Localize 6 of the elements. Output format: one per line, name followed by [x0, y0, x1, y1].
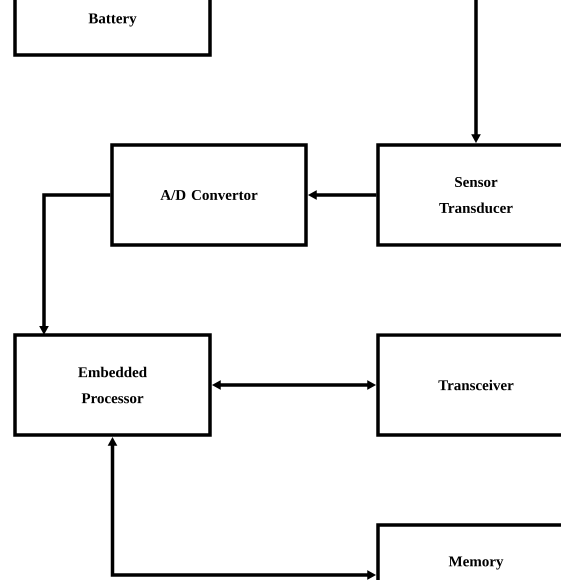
block-box: Transceiver [376, 333, 561, 437]
block-box: Battery [13, 0, 212, 57]
block-box: Sensor Transducer [376, 143, 561, 247]
block-box: A/D Convertor [110, 143, 308, 247]
block-box: Embedded Processor [13, 333, 212, 437]
block-box: Memory [376, 523, 561, 580]
